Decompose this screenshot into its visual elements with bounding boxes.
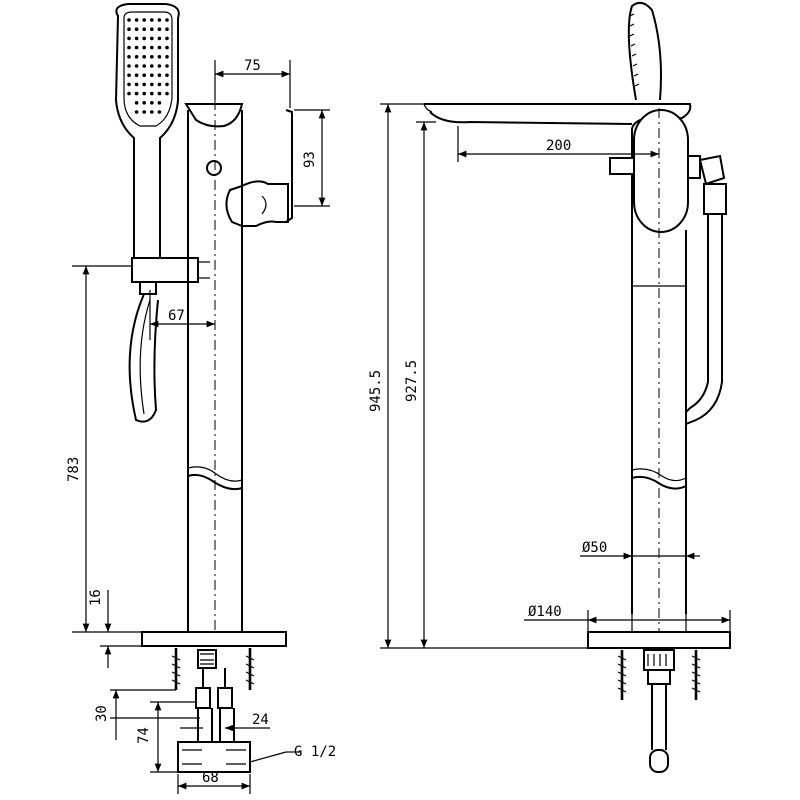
dim-total-height: 945.5: [368, 370, 384, 412]
shower-holder: [131, 257, 210, 283]
nozzle-dot: [127, 36, 131, 41]
nozzle-dot: [142, 45, 146, 50]
nozzle-dot: [165, 18, 169, 22]
nozzle-dot: [157, 27, 162, 32]
side-view: 200 945.5 927.5 Ø50 Ø140: [368, 1, 731, 773]
nozzle-dot: [127, 91, 131, 96]
nozzle-dot: [157, 91, 162, 96]
dim-pipe-spacing: 24: [252, 712, 269, 728]
dim-base-thickness: 16: [88, 589, 104, 606]
nozzle-dot: [165, 55, 169, 59]
dim-holder-height: 783: [66, 457, 82, 482]
nozzle-dot: [165, 36, 169, 41]
nozzle-dot: [165, 64, 169, 68]
nozzle-dot: [142, 101, 146, 105]
nozzle-dot: [127, 82, 131, 87]
nozzle-dot: [134, 55, 139, 59]
side-dimensions: [380, 103, 731, 649]
nozzle-dot: [134, 27, 139, 32]
shower-nozzles: [127, 18, 169, 114]
dim-column-diameter: Ø50: [582, 540, 607, 556]
nozzle-dot: [157, 18, 162, 22]
nozzle-dot: [142, 27, 146, 32]
nozzle-dot: [142, 110, 146, 114]
nozzle-dot: [150, 36, 154, 41]
nozzle-dot: [127, 73, 131, 77]
dim-fitting-width: 68: [202, 770, 219, 786]
front-base-plate: [141, 631, 287, 647]
nozzle-dot: [142, 36, 146, 41]
dim-base-diameter: Ø140: [528, 604, 562, 620]
nozzle-dot: [157, 55, 162, 59]
nozzle-dot: [150, 91, 154, 96]
front-dimensions: [72, 60, 330, 794]
nozzle-dot: [127, 18, 131, 22]
nozzle-dot: [157, 82, 162, 87]
dim-lever-height: 93: [302, 151, 318, 168]
side-lever: [609, 109, 689, 233]
side-column: [631, 108, 687, 660]
nozzle-dot: [142, 82, 146, 87]
side-hand-shower: [627, 1, 662, 101]
nozzle-dot: [127, 64, 131, 68]
dim-anchor-depth: 30: [94, 705, 110, 722]
nozzle-dot: [134, 18, 139, 22]
nozzle-dot: [150, 55, 154, 59]
nozzle-dot: [134, 36, 139, 41]
nozzle-dot: [142, 18, 146, 22]
nozzle-dot: [150, 110, 154, 114]
front-anchors: [171, 648, 255, 773]
nozzle-dot: [134, 45, 139, 50]
side-hose-outlet: [685, 154, 727, 425]
nozzle-dot: [157, 101, 162, 105]
nozzle-dot: [150, 45, 154, 50]
thread-label: G 1/2: [294, 744, 336, 760]
nozzle-dot: [157, 36, 162, 41]
nozzle-dot: [165, 73, 169, 77]
dim-spout-height: 927.5: [404, 360, 420, 402]
nozzle-dot: [165, 91, 169, 96]
front-view: 75 93 67 783 16 30 74 24 68 G 1/2: [66, 3, 336, 794]
nozzle-dot: [150, 18, 154, 22]
nozzle-dot: [127, 45, 131, 50]
side-base-plate: [587, 614, 731, 649]
nozzle-dot: [142, 73, 146, 77]
nozzle-dot: [127, 55, 131, 59]
nozzle-dot: [157, 45, 162, 50]
nozzle-dot: [134, 82, 139, 87]
hand-shower-head: [114, 3, 180, 259]
nozzle-dot: [150, 73, 154, 77]
nozzle-dot: [165, 82, 169, 87]
mixer-lever: [225, 109, 293, 227]
nozzle-dot: [150, 101, 154, 105]
nozzle-dot: [157, 64, 162, 68]
nozzle-dot: [134, 73, 139, 77]
nozzle-dot: [134, 91, 139, 96]
shower-hose: [128, 281, 159, 423]
nozzle-dot: [165, 27, 169, 32]
nozzle-dot: [150, 64, 154, 68]
nozzle-dot: [142, 64, 146, 68]
dim-pipe-length: 74: [136, 727, 152, 744]
nozzle-dot: [142, 91, 146, 96]
nozzle-dot: [134, 101, 139, 105]
nozzle-dot: [157, 73, 162, 77]
nozzle-dot: [127, 27, 131, 32]
nozzle-dot: [134, 110, 139, 114]
nozzle-dot: [134, 64, 139, 68]
nozzle-dot: [142, 55, 146, 59]
dim-spout-reach: 200: [546, 138, 571, 154]
nozzle-dot: [157, 110, 162, 114]
nozzle-dot: [150, 27, 154, 32]
side-anchors: [617, 649, 701, 773]
nozzle-dot: [150, 82, 154, 87]
nozzle-dot: [165, 45, 169, 50]
dim-holder-offset: 67: [168, 308, 185, 324]
front-column: [184, 60, 244, 640]
dim-handle-offset: 75: [244, 58, 261, 74]
